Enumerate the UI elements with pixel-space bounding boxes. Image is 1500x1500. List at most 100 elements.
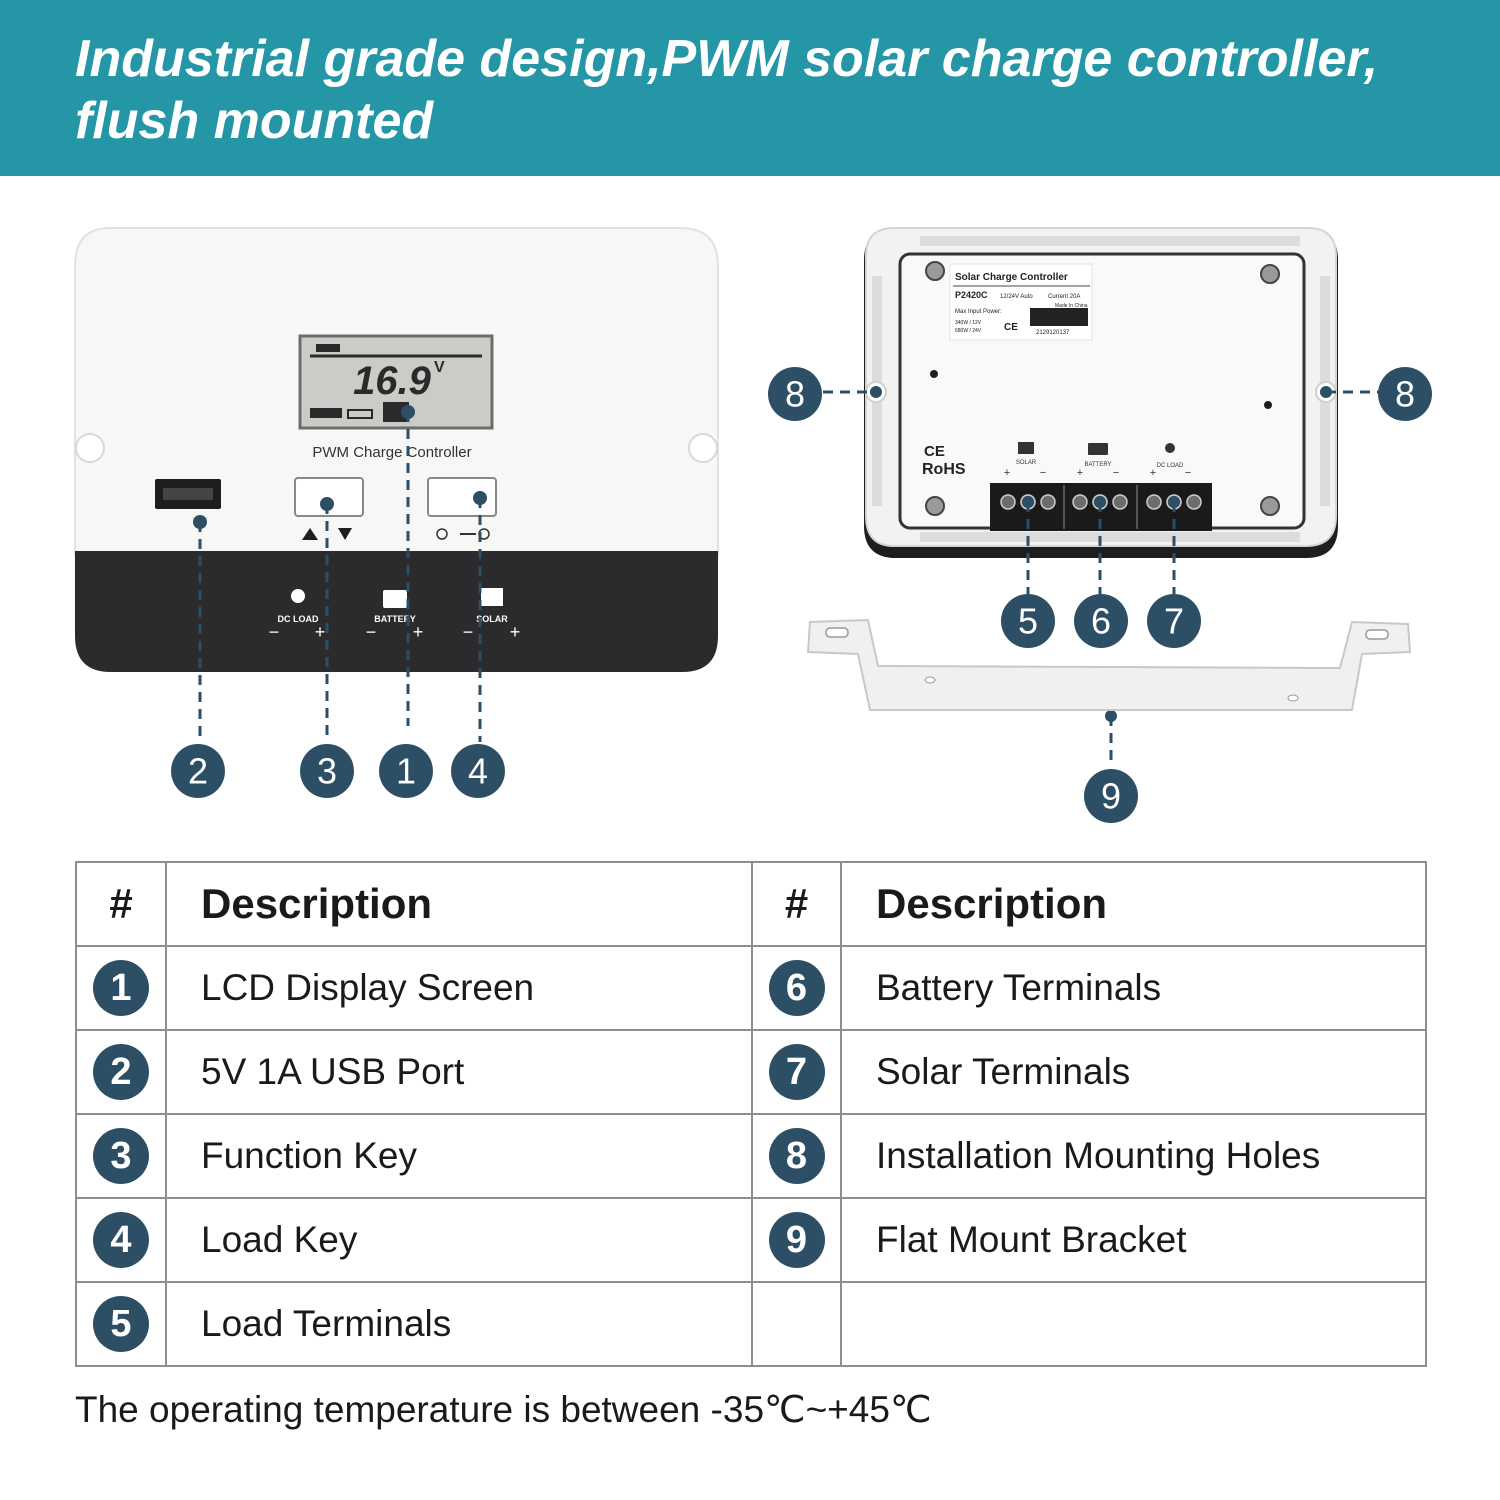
banner-title-line-1: Industrial grade design,PWM solar charge… (75, 30, 1379, 88)
row-description: Solar Terminals (840, 1029, 1427, 1115)
lcd-battery-icon (383, 402, 409, 422)
back-label-dc-load: DC LOAD + − (1150, 443, 1191, 479)
empty-cell (840, 1281, 1427, 1367)
svg-text:6: 6 (1091, 601, 1111, 642)
callout-1: 1 (379, 744, 433, 798)
svg-text:DC LOAD: DC LOAD (1157, 463, 1184, 469)
solar-panel-icon (481, 588, 503, 606)
svg-text:−: − (463, 622, 474, 642)
svg-text:4: 4 (468, 751, 488, 792)
number-badge: 5 (93, 1296, 149, 1352)
banner-title: Industrial grade design,PWM solar charge… (75, 28, 1455, 152)
callout-8-left: 8 (768, 367, 822, 421)
temperature-note: The operating temperature is between -35… (75, 1389, 932, 1430)
row-description: Load Key (165, 1197, 753, 1283)
front-dark-bezel (75, 551, 718, 672)
lcd-display: 16.9 V (298, 334, 494, 430)
svg-text:+: + (1150, 467, 1156, 479)
svg-text:Current 20A: Current 20A (1048, 294, 1080, 300)
front-panel: 16.9 V PWM Charge Controller DC (74, 227, 719, 798)
function-key[interactable] (294, 477, 364, 517)
table-row: 1 LCD Display Screen 6 Battery Terminals (75, 945, 1427, 1031)
callout-9: 9 (1084, 769, 1138, 823)
svg-text:SOLAR: SOLAR (476, 614, 508, 624)
table-row: 5 Load Terminals (75, 1281, 1427, 1367)
svg-text:Made In China: Made In China (1055, 303, 1088, 309)
battery-icon-back (1088, 443, 1108, 455)
row-description: Function Key (165, 1113, 753, 1199)
svg-text:−: − (1185, 467, 1191, 479)
front-terminal-solar: SOLAR − + (463, 588, 521, 642)
barcode-icon (1030, 308, 1088, 326)
number-badge: 3 (93, 1128, 149, 1184)
svg-text:SOLAR: SOLAR (1016, 460, 1037, 466)
header-num-left: # (75, 861, 167, 947)
rohs-mark: RoHS (922, 461, 966, 478)
front-terminal-dc-load: DC LOAD − + (269, 589, 326, 642)
svg-text:Solar Charge Controller: Solar Charge Controller (955, 272, 1068, 283)
rating-label: Solar Charge Controller P2420C 12/24V Au… (949, 263, 1093, 341)
svg-text:9: 9 (1101, 776, 1121, 817)
svg-text:7: 7 (1164, 601, 1184, 642)
dc-load-bulb-icon (291, 589, 305, 603)
svg-text:680W / 24V: 680W / 24V (955, 328, 982, 334)
row-description: Battery Terminals (840, 945, 1427, 1031)
ce-mark: CE (924, 443, 945, 460)
header-desc-right: Description (840, 861, 1427, 947)
svg-text:2: 2 (188, 751, 208, 792)
number-badge: 1 (93, 960, 149, 1016)
svg-text:+: + (1077, 467, 1083, 479)
back-label-battery: BATTERY + − (1077, 443, 1119, 479)
svg-text:BATTERY: BATTERY (1084, 462, 1111, 468)
callout-6: 6 (1074, 594, 1128, 648)
down-arrow-icon (338, 528, 352, 540)
callout-3: 3 (300, 744, 354, 798)
row-description: Flat Mount Bracket (840, 1197, 1427, 1283)
svg-text:−: − (269, 622, 280, 642)
back-panel: Solar Charge Controller P2420C 12/24V Au… (768, 227, 1432, 766)
callout-5: 5 (1001, 594, 1055, 648)
row-description: 5V 1A USB Port (165, 1029, 753, 1115)
battery-icon (383, 590, 407, 608)
svg-text:+: + (1004, 467, 1010, 479)
front-leader-lines (198, 412, 482, 742)
svg-text:CE: CE (1004, 322, 1018, 333)
number-badge: 8 (768, 1128, 825, 1184)
row-description: LCD Display Screen (165, 945, 753, 1031)
header-desc-left: Description (165, 861, 753, 947)
svg-text:+: + (510, 622, 521, 642)
svg-text:−: − (1040, 467, 1046, 479)
svg-text:+: + (413, 622, 424, 642)
svg-text:12/24V Auto: 12/24V Auto (1000, 294, 1033, 300)
front-mount-ear-right (688, 433, 718, 463)
callout-4: 4 (451, 744, 505, 798)
svg-text:+: + (315, 622, 326, 642)
back-leader-lines (823, 390, 1380, 766)
svg-text:BATTERY: BATTERY (374, 614, 416, 624)
bracket-slot-left (825, 627, 849, 638)
back-screws (925, 261, 1280, 516)
svg-text:8: 8 (1395, 374, 1415, 415)
table-row: 4 Load Key 9 Flat Mount Bracket (75, 1197, 1427, 1283)
solar-icon (1018, 442, 1034, 454)
svg-text:5: 5 (1018, 601, 1038, 642)
table-row: 3 Function Key 8 Installation Mounting H… (75, 1113, 1427, 1199)
back-label-solar: SOLAR + − (1004, 442, 1046, 479)
bulb-icon-back (1165, 443, 1175, 453)
bracket-slot-right (1365, 629, 1389, 640)
number-badge: 4 (93, 1212, 149, 1268)
svg-text:8: 8 (785, 374, 805, 415)
row-description: Load Terminals (165, 1281, 753, 1367)
up-arrow-icon (302, 528, 318, 540)
table-row: 2 5V 1A USB Port 7 Solar Terminals (75, 1029, 1427, 1115)
svg-text:3: 3 (317, 751, 337, 792)
svg-text:340W / 12V: 340W / 12V (955, 320, 982, 326)
lcd-reading: 16.9 (353, 359, 432, 403)
product-label: PWM Charge Controller (312, 444, 471, 461)
number-badge: 2 (93, 1044, 149, 1100)
number-badge: 9 (768, 1212, 825, 1268)
row-description: Installation Mounting Holes (840, 1113, 1427, 1199)
svg-text:1: 1 (396, 751, 416, 792)
header-num-right: # (751, 861, 842, 947)
svg-text:Max Input Power:: Max Input Power: (955, 309, 1002, 315)
